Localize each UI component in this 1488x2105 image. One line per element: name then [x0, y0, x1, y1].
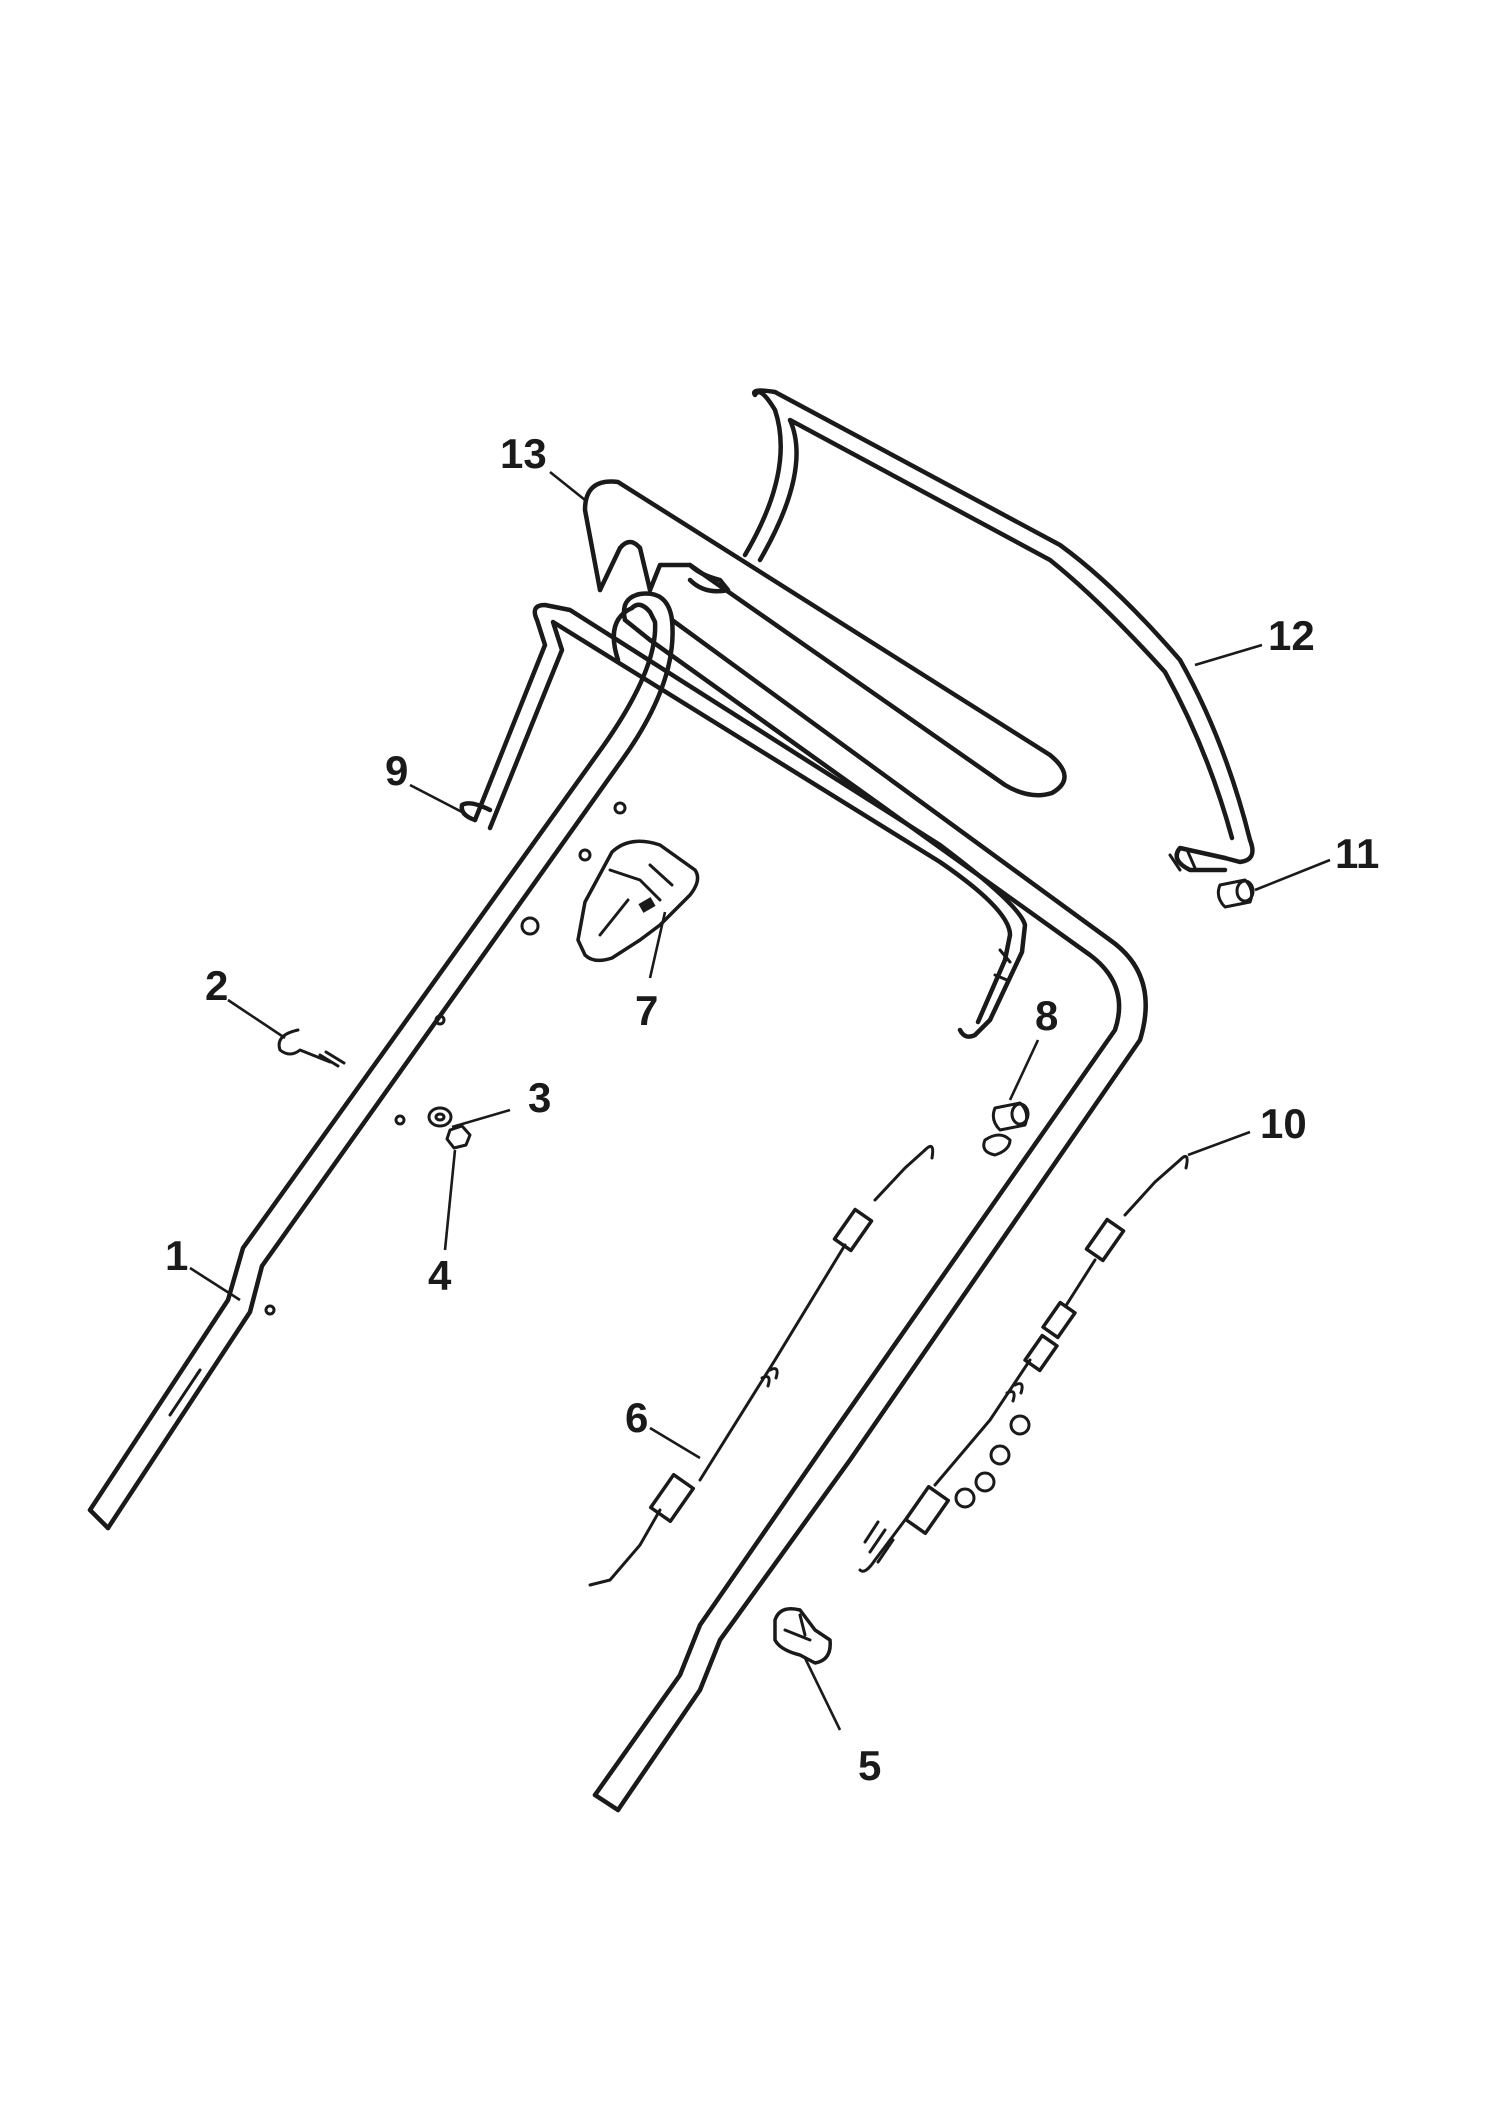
part-13-upper-handle [582, 479, 1067, 798]
callout-10: 10 [1260, 1100, 1307, 1147]
callout-numbers: 1 2 3 4 5 6 7 8 9 10 11 12 13 [165, 430, 1379, 1789]
part-7-control-box [576, 839, 700, 963]
part-12-bail-lever [742, 388, 1255, 873]
leader-lines [189, 470, 1331, 1731]
callout-5: 5 [858, 1742, 881, 1789]
callout-9: 9 [385, 747, 408, 794]
part-6-cable [588, 1144, 935, 1587]
callout-4: 4 [428, 1252, 452, 1299]
part-1-handle-tube [87, 591, 1148, 1813]
part-8-bushing [991, 1101, 1030, 1132]
part-4-nut [445, 1124, 472, 1150]
part-10-cable [858, 1154, 1189, 1573]
callout-7: 7 [635, 987, 658, 1034]
callout-8: 8 [1035, 992, 1058, 1039]
callout-3: 3 [528, 1074, 551, 1121]
callout-13: 13 [500, 430, 547, 477]
callout-12: 12 [1268, 612, 1315, 659]
callout-11: 11 [1335, 830, 1379, 877]
callout-1: 1 [165, 1232, 188, 1279]
part-2-hook-bolt [277, 1028, 346, 1068]
callout-2: 2 [205, 962, 228, 1009]
callout-6: 6 [625, 1394, 648, 1441]
part-3-washer [427, 1106, 453, 1128]
part-9-bail-wire [459, 602, 1028, 1039]
part-11-bushing [1216, 878, 1255, 909]
part-5-cable-clip [773, 1607, 832, 1665]
